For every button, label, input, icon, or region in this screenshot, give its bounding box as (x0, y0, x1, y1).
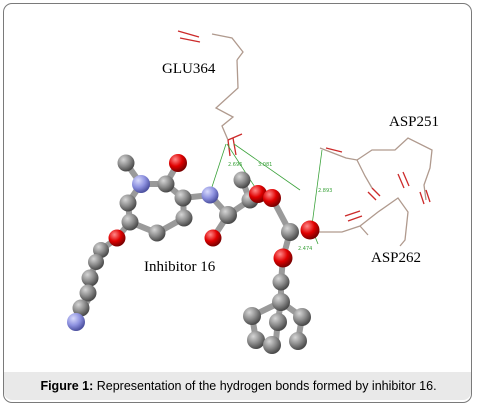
caption-text: Representation of the hydrogen bonds for… (96, 379, 437, 393)
residue-glu364-stick (211, 33, 244, 141)
residue-asp251-stick (319, 137, 433, 201)
residue-asp262-stick (312, 197, 409, 247)
residue-label-asp262: ASP262 (371, 250, 421, 266)
residue-asp262-oxygens (344, 171, 410, 222)
residue-label-glu364: GLU364 (162, 61, 216, 77)
hbond-distance-label: 2.696 (228, 162, 242, 168)
caption-prefix: Figure 1: (40, 379, 94, 393)
hbond-distance-label: 3.081 (258, 162, 272, 168)
residue-glu364-oxygens (177, 30, 243, 157)
residue-asp251-oxygens (325, 147, 431, 205)
residue-label-asp251: ASP251 (389, 114, 439, 130)
ligand-atoms (67, 154, 320, 354)
hbond-distance-label: 2.474 (298, 246, 312, 252)
ligand-label: Inhibitor 16 (144, 259, 216, 275)
hbond-distance-label: 2.893 (318, 188, 332, 194)
figure-caption: Figure 1: Representation of the hydrogen… (0, 379, 477, 393)
caption-band (4, 372, 471, 400)
